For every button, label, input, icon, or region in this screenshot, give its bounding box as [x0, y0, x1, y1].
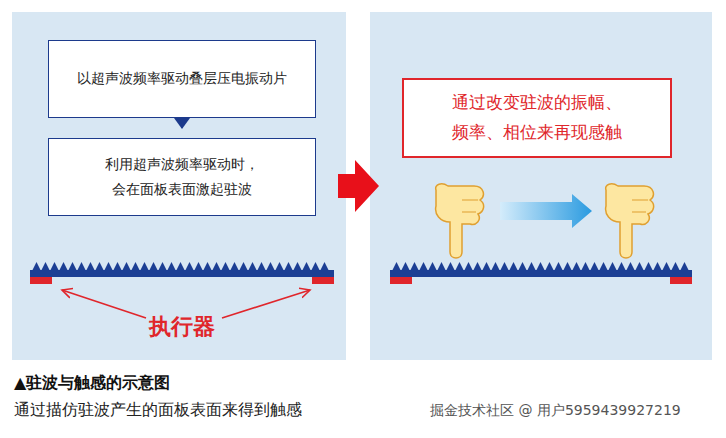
red-arrow: [338, 160, 379, 212]
leader-line: [222, 290, 310, 318]
hand-icon: [606, 184, 654, 258]
note-box: 通过改变驻波的振幅、 频率、相位来再现感触: [402, 78, 672, 158]
left-panel: [12, 12, 346, 360]
process-box: 以超声波频率驱动叠层压电振动片: [48, 40, 316, 118]
actuator-block: [30, 277, 52, 284]
figure-caption: 通过描仿驻波产生的面板表面来得到触感: [14, 400, 302, 421]
part-label: 执行器: [149, 312, 215, 342]
box-text: 通过改变驻波的振幅、 频率、相位来再现感触: [447, 88, 627, 148]
box-text: 以超声波频率驱动叠层压电振动片: [77, 66, 287, 91]
panel-wave: [30, 262, 334, 277]
leader-line: [62, 290, 146, 318]
watermark: 掘金技术社区 @ 用户5959439927219: [430, 402, 681, 420]
box-text: 利用超声波频率驱动时， 会在面板表面激起驻波: [101, 152, 263, 202]
panel-wave: [390, 262, 692, 277]
move-arrow: [500, 194, 592, 228]
process-box: 利用超声波频率驱动时， 会在面板表面激起驻波: [48, 138, 316, 216]
hand-icon: [436, 184, 484, 258]
flow-arrow: [181, 118, 183, 128]
right-panel: [370, 12, 712, 360]
actuator-block: [312, 277, 334, 284]
actuator-block: [390, 277, 412, 284]
actuator-block: [670, 277, 692, 284]
figure-title: ▲驻波与触感的示意图: [14, 373, 170, 394]
